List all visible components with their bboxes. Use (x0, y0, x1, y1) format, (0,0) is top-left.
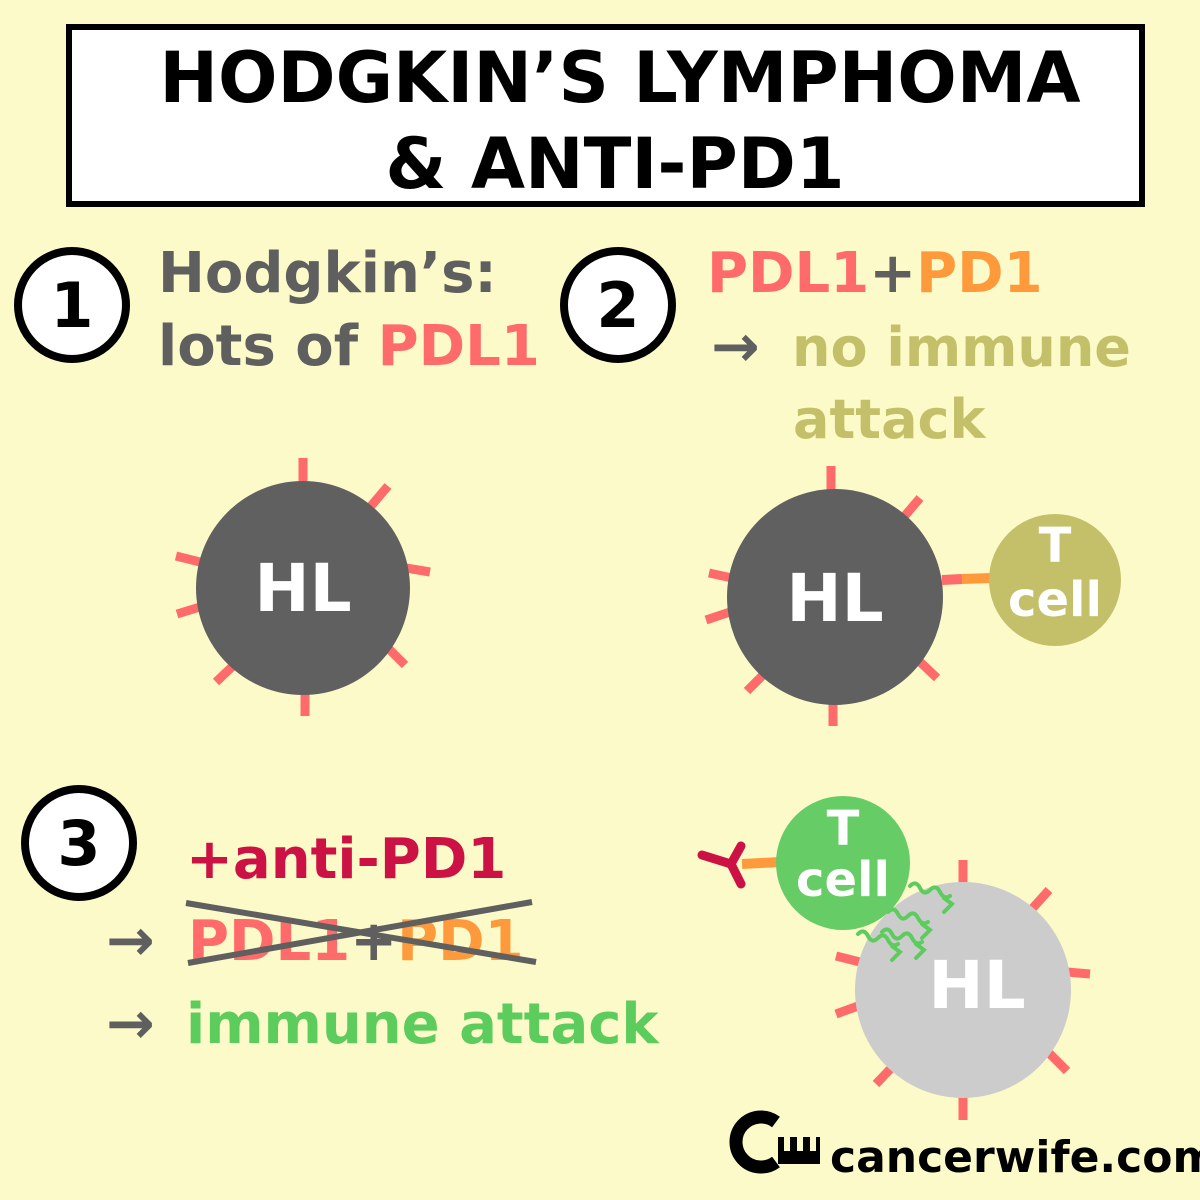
t-cell-inactive-label-t: T (1039, 518, 1072, 574)
hl-cell-3-label: HL (928, 947, 1025, 1024)
title-box (66, 24, 1145, 207)
step-3-arrow-1: → (106, 906, 155, 974)
step-2-pd1-label: PD1 (916, 241, 1043, 306)
pdl1-receptor (405, 563, 431, 577)
pdl1-receptor (914, 656, 941, 682)
attack-signal-arrowhead (914, 942, 928, 960)
step-1-line-2-prefix: lots of (158, 314, 378, 379)
step-3-line-1: +anti-PD1 (186, 827, 506, 892)
t-cell-active-body (776, 796, 910, 930)
step-3-line-2: PDL1+PD1 (188, 909, 524, 974)
attack-signal-arrows (856, 881, 956, 962)
t-cell-active-label-cell: cell (796, 852, 890, 908)
anti-pd1-antibody (697, 841, 746, 889)
step-3-number: 3 (57, 807, 100, 880)
step-3-arrow-2: → (106, 989, 155, 1057)
step-2-line-1: PDL1+PD1 (707, 241, 1043, 306)
hl-cell-1: HL (174, 458, 431, 716)
step-3-plus: + (350, 909, 397, 974)
hl-cell-2-body (727, 489, 943, 705)
step-1-number-circle (14, 247, 130, 363)
hl-cell-1-body (196, 481, 410, 695)
attack-signal-arrowhead (890, 944, 904, 962)
pdl1-receptor (899, 495, 924, 521)
step-2-plus: + (869, 241, 916, 306)
t-cell-inactive-label-cell: cell (1008, 572, 1102, 628)
pdl1-receptor (708, 568, 733, 583)
step-3-number-circle (21, 785, 137, 901)
hl-cell-2: HL (704, 466, 943, 726)
attack-signal-arrow (880, 927, 924, 946)
step-2-arrow: → (711, 312, 760, 380)
step-2-number: 2 (596, 269, 639, 342)
step-1-line-1: Hodgkin’s: (158, 241, 497, 306)
cancerwife-logo-icon (729, 1110, 820, 1174)
t-cell-inactive: T cell (989, 514, 1121, 646)
pdl1-receptor (367, 483, 392, 509)
hl-cell-2-label: HL (786, 560, 883, 637)
step-1-number: 1 (50, 269, 93, 342)
pdl1-receptor (175, 602, 202, 619)
pd1-receptor-bound (961, 573, 993, 584)
t-cell-active: T cell (776, 796, 910, 930)
pdl1-receptor (834, 951, 862, 967)
pdl1-receptor (704, 607, 732, 625)
pdl1-receptor (174, 551, 202, 567)
step-2-pdl1-label: PDL1 (707, 241, 869, 306)
pdl1-receptor (1027, 886, 1053, 914)
pdl1-receptor (1066, 967, 1091, 979)
hl-cell-1-label: HL (254, 550, 351, 627)
attack-signal-arrow (886, 907, 930, 926)
attack-signal-arrow (908, 881, 952, 900)
attack-signal-arrowhead (920, 922, 934, 940)
title-line-1: HODGKIN’S LYMPHOMA (159, 37, 1080, 119)
t-cell-inactive-body (989, 514, 1121, 646)
t-cell-active-label-t: T (827, 801, 860, 857)
pd1-receptor-blocked (741, 857, 781, 869)
footer-site-link[interactable]: cancerwife.com (830, 1132, 1200, 1183)
step-2-number-circle (560, 247, 676, 363)
pdl1-receptor (834, 1001, 860, 1019)
step-2-line-2: no immune (792, 316, 1131, 379)
attack-signal-arrowhead (942, 896, 956, 914)
title-line-2: & ANTI-PD1 (385, 123, 844, 205)
step-1-pdl1-label: PDL1 (378, 314, 540, 379)
step-3-line-3: immune attack (186, 992, 660, 1057)
pdl1-receptor-bound (941, 574, 963, 585)
cross-out-mark (185, 899, 537, 966)
step-1-line-2: lots of PDL1 (158, 314, 540, 379)
step-2-line-3: attack (793, 388, 987, 451)
pdl1-receptor (1044, 1048, 1071, 1075)
attack-signal-arrow (856, 929, 900, 948)
